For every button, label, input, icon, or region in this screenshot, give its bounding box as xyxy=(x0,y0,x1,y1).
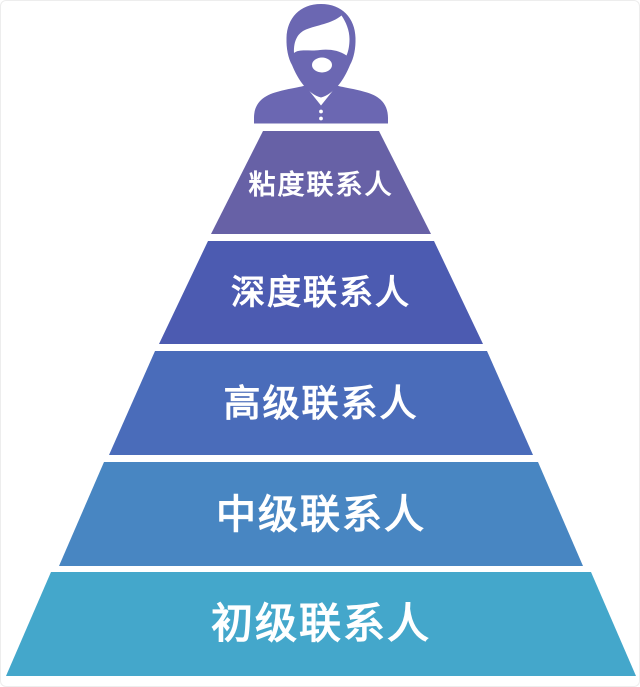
pyramid-level-2-label: 深度联系人 xyxy=(231,273,411,313)
pyramid-level-3-label: 高级联系人 xyxy=(224,382,419,425)
pyramid-level-2 xyxy=(159,241,483,344)
avatar-button-bottom xyxy=(319,116,323,121)
pyramid-level-4-label: 中级联系人 xyxy=(216,492,426,538)
avatar-shoulders xyxy=(254,85,388,124)
pyramid-level-5-label: 初级联系人 xyxy=(211,599,431,648)
pyramid-level-1-label: 粘度联系人 xyxy=(249,169,394,201)
pyramid-level-3 xyxy=(109,351,533,455)
avatar-mouth xyxy=(312,57,332,73)
pyramid-level-1 xyxy=(211,131,431,234)
avatar-face xyxy=(293,15,350,56)
avatar-button-top xyxy=(319,109,323,114)
pyramid-level-4 xyxy=(59,462,583,566)
pyramid-level-5 xyxy=(6,572,636,676)
male-avatar-icon xyxy=(254,4,388,124)
